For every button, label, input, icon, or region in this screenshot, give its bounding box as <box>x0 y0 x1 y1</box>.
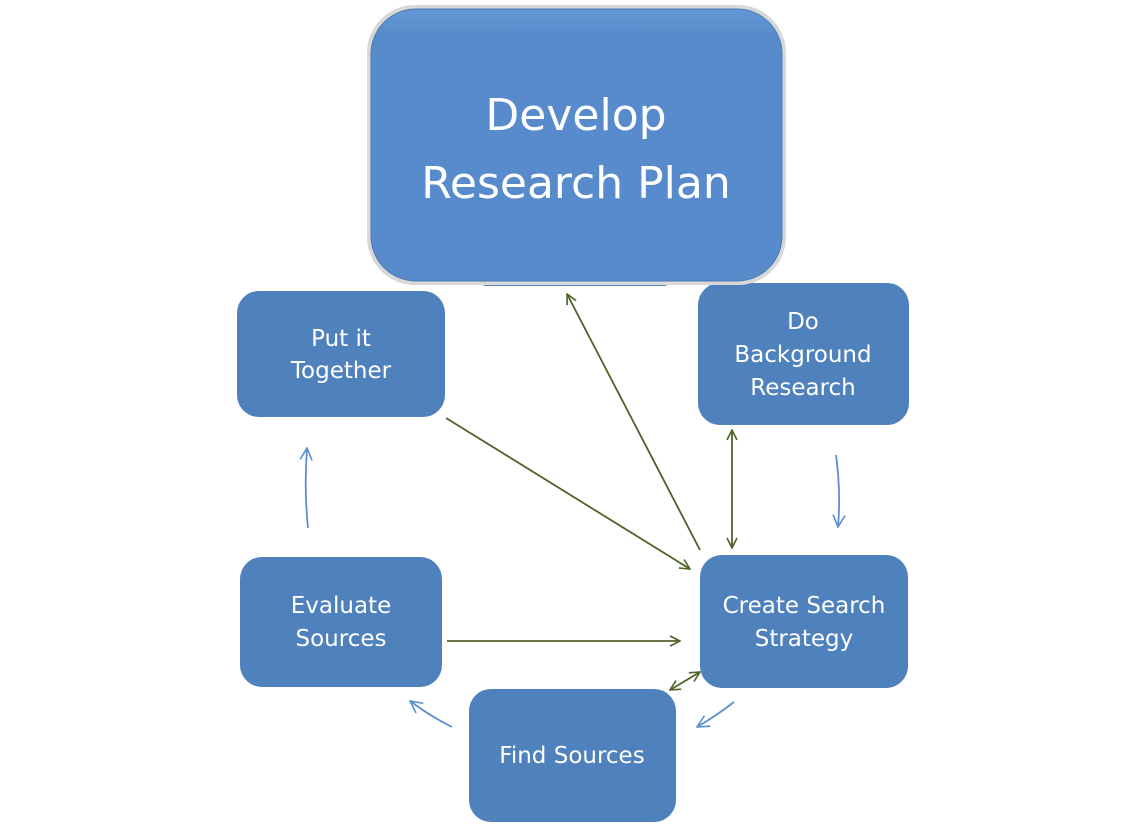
arrow-strategy-to-plan <box>567 294 701 551</box>
node-label-line: Create Search <box>723 593 886 619</box>
node-label-line: Sources <box>296 626 387 652</box>
node-label-line: Background <box>734 342 871 368</box>
node-develop-research-plan: Develop Research Plan <box>367 5 786 286</box>
arrow-find-to-evaluate <box>410 701 453 728</box>
node-find-sources: Find Sources <box>469 689 676 822</box>
node-label-line: Do <box>787 309 819 335</box>
node-put-it-together: Put it Together <box>237 291 445 417</box>
node-label-line: Put it <box>311 326 371 352</box>
node-label-line: Together <box>290 358 392 384</box>
node-label-line: Research Plan <box>421 158 730 209</box>
node-label-line: Develop <box>485 90 666 141</box>
node-do-background-research: Do Background Research <box>698 283 909 425</box>
node-label-line: Strategy <box>755 626 854 652</box>
node-create-search-strategy: Create Search Strategy <box>700 555 908 688</box>
node-evaluate-sources: Evaluate Sources <box>240 557 442 687</box>
arrow-find-strategy <box>670 672 700 690</box>
node-label-line: Find Sources <box>499 743 644 769</box>
arrow-background-to-strategy <box>836 454 839 527</box>
arrow-evaluate-to-together <box>306 448 308 529</box>
node-label-line: Evaluate <box>291 593 391 619</box>
arrow-strategy-to-find <box>697 701 735 727</box>
arrow-together-to-strategy <box>445 417 690 569</box>
node-label-line: Research <box>750 375 856 401</box>
